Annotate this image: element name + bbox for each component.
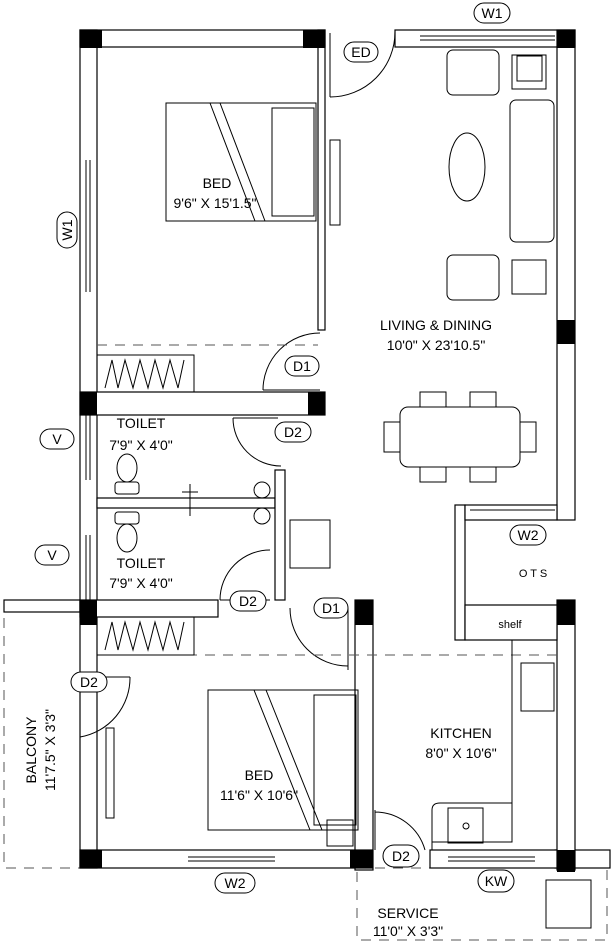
tag-d2-toilet1: D2: [274, 421, 312, 443]
living-name: LIVING & DINING: [380, 317, 492, 333]
tag-w2-living: W2: [509, 524, 547, 546]
ots-label: O T S: [519, 568, 547, 580]
svg-text:V: V: [52, 431, 62, 447]
svg-text:D2: D2: [80, 674, 98, 690]
balcony-name: BALCONY: [23, 716, 39, 784]
svg-text:W2: W2: [225, 875, 246, 891]
service-size: 11'0" X 3'3": [373, 923, 443, 939]
tag-d1-top: D1: [284, 355, 320, 377]
svg-text:D1: D1: [322, 600, 340, 616]
balcony-parapet: [3, 599, 81, 613]
toilet-fixtures: [114, 453, 271, 553]
tag-d1-bed2: D1: [313, 597, 349, 619]
svg-text:D2: D2: [392, 848, 410, 864]
living-furniture: [289, 49, 555, 569]
kitchen-counter: [326, 55, 592, 929]
tag-d2-service: D2: [382, 844, 420, 868]
wardrobe: [96, 354, 195, 656]
columns: [80, 30, 575, 872]
windows: [85, 35, 555, 862]
tag-d2-toilet2: D2: [229, 590, 267, 612]
bed1-name: BED: [203, 175, 232, 191]
bed-furniture: [105, 102, 359, 831]
svg-text:V: V: [47, 547, 57, 563]
svg-text:W1: W1: [59, 219, 75, 240]
toilet1-size: 7'9" X 4'0": [109, 437, 173, 453]
walls: [79, 29, 576, 871]
balcony-size: 11'7.5" X 3'3": [42, 709, 58, 791]
svg-text:KW: KW: [485, 873, 508, 889]
bed2-name: BED: [245, 767, 274, 783]
bed1-size: 9'6" X 15'1.5": [173, 195, 256, 211]
svg-text:W2: W2: [518, 527, 539, 543]
tag-ed: ED: [343, 41, 379, 63]
tag-w2-bottom: W2: [214, 872, 256, 894]
service-name: SERVICE: [377, 905, 438, 921]
tag-v1: V: [39, 428, 75, 450]
svg-text:D2: D2: [284, 424, 302, 440]
bed2-size: 11'6" X 10'6": [220, 787, 298, 803]
tag-w1-top: W1: [473, 2, 511, 24]
tag-d2-balcony: D2: [70, 671, 108, 693]
svg-text:D2: D2: [239, 593, 257, 609]
kitchen-size: 8'0" X 10'6": [425, 745, 496, 761]
tag-w1-left: W1: [56, 211, 78, 249]
svg-text:ED: ED: [351, 44, 370, 60]
toilet1-name: TOILET: [117, 415, 166, 431]
svg-text:D1: D1: [293, 358, 311, 374]
tag-v2: V: [34, 544, 70, 566]
tag-kw: KW: [477, 869, 515, 893]
living-size: 10'0" X 23'10.5": [387, 337, 486, 353]
kitchen-name: KITCHEN: [430, 725, 491, 741]
toilet2-name: TOILET: [117, 555, 166, 571]
shelf-label: shelf: [498, 619, 522, 631]
toilet2-size: 7'9" X 4'0": [109, 575, 173, 591]
svg-text:W1: W1: [482, 5, 503, 21]
